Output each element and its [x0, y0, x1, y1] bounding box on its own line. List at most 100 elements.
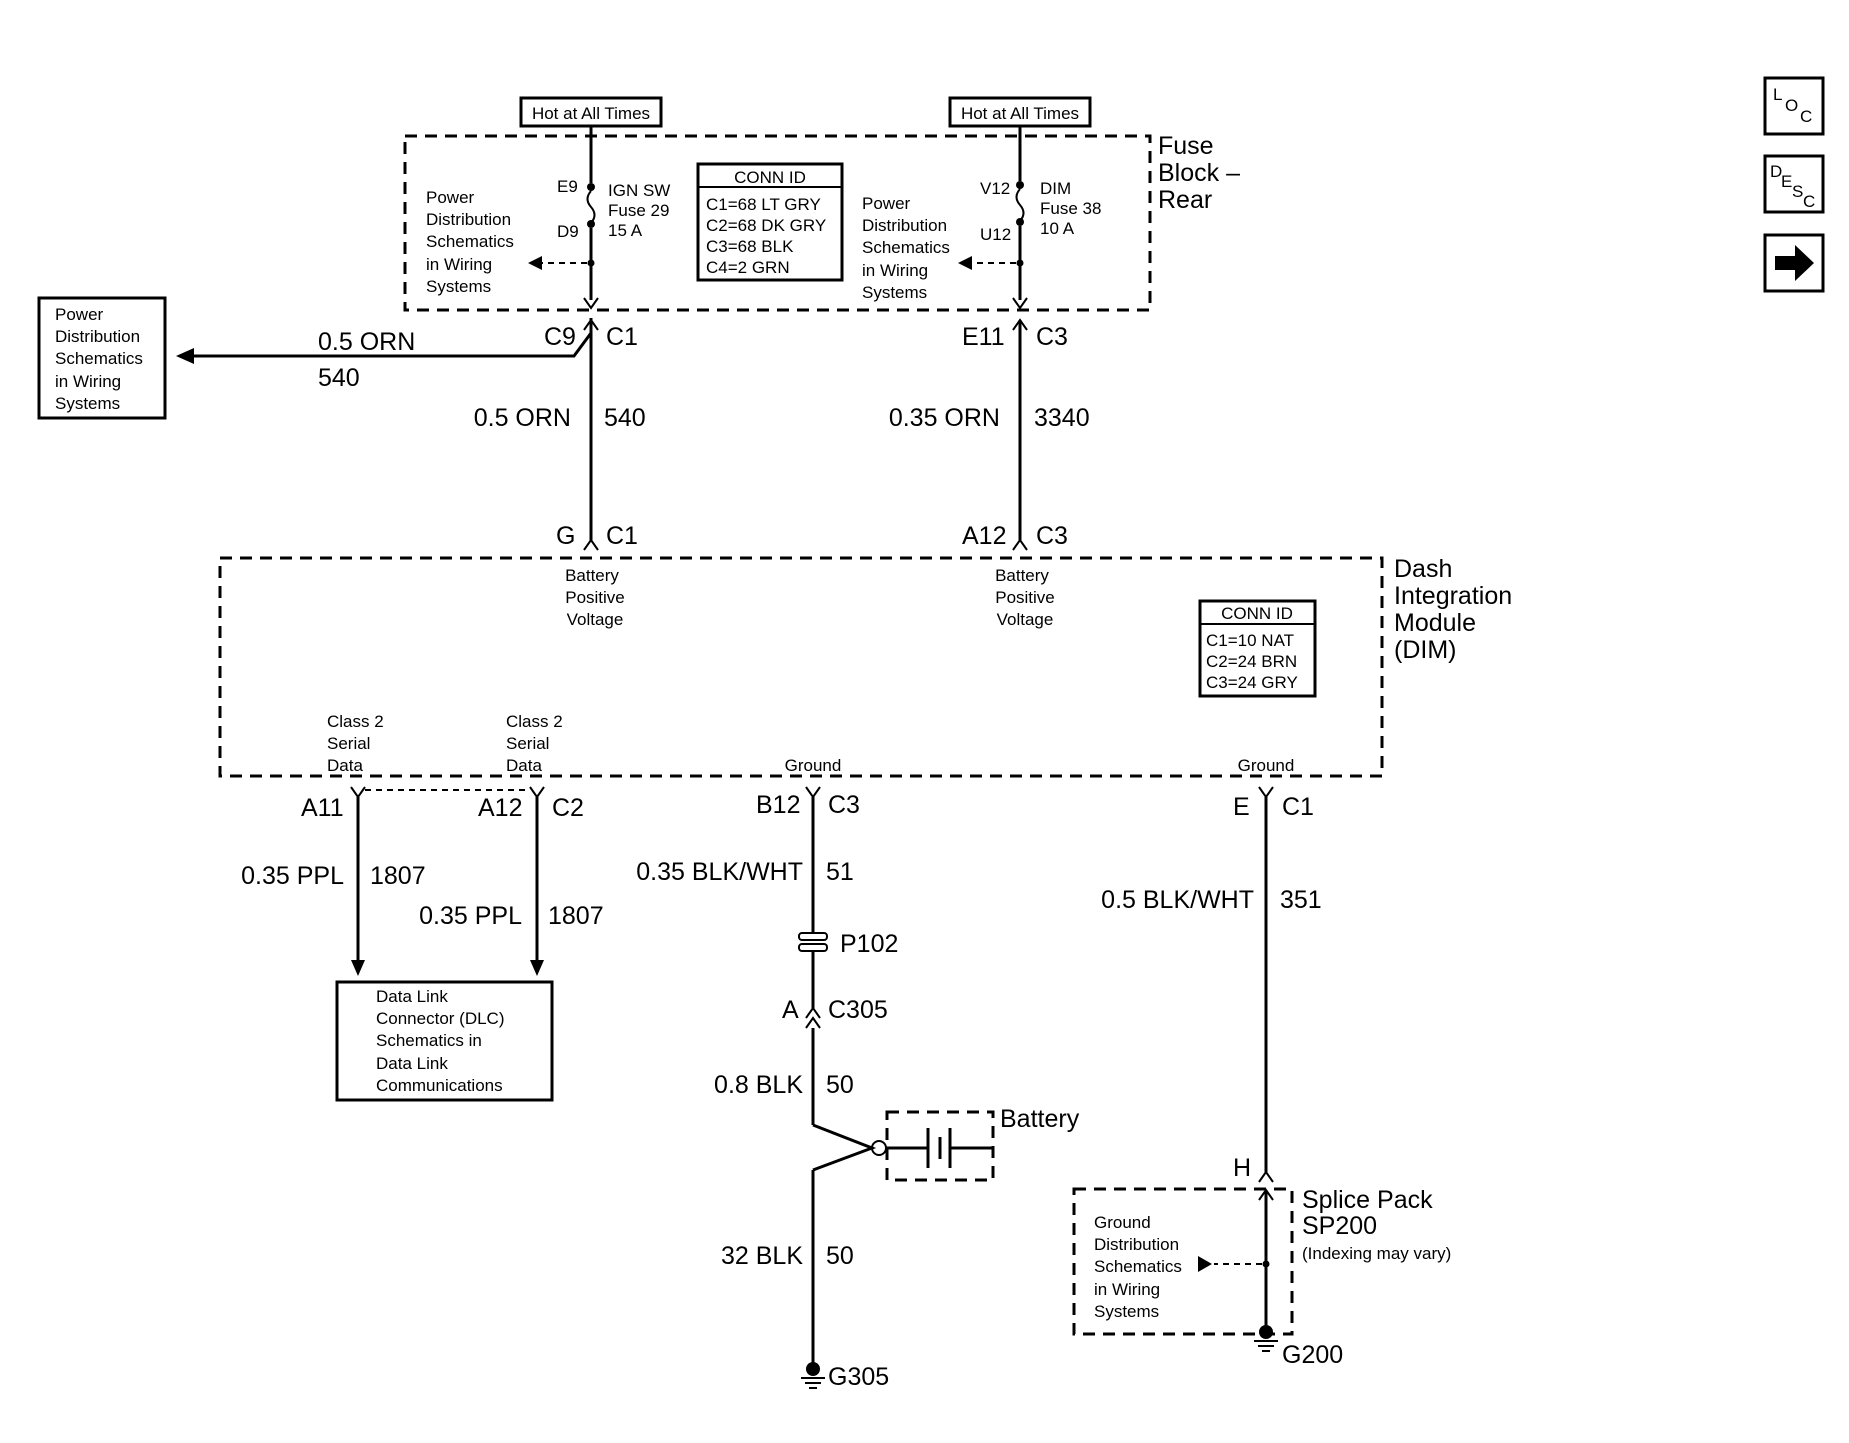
batt-right-1: Battery — [995, 566, 1049, 585]
fuse-38-label-2: Fuse 38 — [1040, 199, 1101, 218]
fuse-block-title-1: Fuse — [1158, 132, 1214, 160]
fuse-block-title-3: Rear — [1158, 186, 1212, 214]
dim-conn-id-row-2: C2=24 BRN — [1206, 652, 1297, 671]
fuse-29-label-2: Fuse 29 — [608, 201, 669, 220]
dlc-3: Schematics in — [376, 1031, 482, 1050]
right-feed-wire: 0.35 ORN — [889, 404, 1000, 432]
class2-b-1: Class 2 — [506, 712, 563, 731]
loc-button[interactable]: L O C — [1763, 76, 1825, 136]
class2-a-2: Serial — [327, 734, 370, 753]
loc-letter-2: O — [1785, 96, 1798, 115]
fuse-38-pin-in: V12 — [980, 179, 1010, 198]
dlc-5: Communications — [376, 1076, 503, 1095]
dlc-4: Data Link — [376, 1054, 448, 1073]
serial-b-circuit: 1807 — [548, 902, 604, 930]
dim-conn-id-row-3: C3=24 GRY — [1206, 673, 1298, 692]
fuse-block-outline — [403, 134, 1152, 312]
fuse-conn-id-title: CONN ID — [734, 168, 806, 187]
splice-title-1: Splice Pack — [1302, 1186, 1433, 1214]
serial-a-wire: 0.35 PPL — [241, 862, 344, 890]
gnd-mid-circuit2: 50 — [826, 1071, 854, 1099]
ground-g305-icon — [801, 1362, 825, 1389]
gnd-right-pin: E — [1233, 793, 1250, 821]
battery-icon — [886, 1128, 992, 1168]
gnd-mid-wire2: 0.8 BLK — [714, 1071, 803, 1099]
fuse-38-label-1: DIM — [1040, 179, 1071, 198]
batt-left-2: Positive — [565, 588, 625, 607]
gnd-right-wire: 0.5 BLK/WHT — [1101, 886, 1254, 914]
desc-letter-3: S — [1792, 182, 1803, 201]
dlc-2: Connector (DLC) — [376, 1009, 505, 1028]
serial-b-conn: C2 — [552, 794, 584, 822]
splice-pin: H — [1233, 1154, 1251, 1182]
ref-right-1: Power — [862, 194, 911, 213]
branch-wire: 0.5 ORN — [318, 328, 415, 356]
dlc-box — [335, 980, 554, 1102]
e11-conn: C3 — [1036, 323, 1068, 351]
power-dist-4: in Wiring — [55, 372, 121, 391]
batt-right-2: Positive — [995, 588, 1055, 607]
desc-button[interactable]: D E S C — [1763, 154, 1825, 214]
gnd-right-conn: C1 — [1282, 793, 1314, 821]
fuse-block-title-2: Block – — [1158, 159, 1240, 187]
left-feed-conn: C1 — [606, 522, 638, 550]
branch-circuit: 540 — [318, 364, 360, 392]
fuse-38-pin-out: U12 — [980, 225, 1011, 244]
fuse-conn-id-row-2: C2=68 DK GRY — [706, 216, 826, 235]
ref-left-5: Systems — [426, 277, 491, 296]
class2-a-1: Class 2 — [327, 712, 384, 731]
serial-b-wire: 0.35 PPL — [419, 902, 522, 930]
left-feed-pin: G — [556, 522, 575, 550]
batt-right-3: Voltage — [997, 610, 1054, 629]
dim-title-4: (DIM) — [1394, 636, 1456, 664]
ground-g200-icon — [1254, 1325, 1278, 1352]
ref-arrow-right-icon — [958, 256, 972, 270]
splice-ref-2: Distribution — [1094, 1235, 1179, 1254]
dim-module-outline — [218, 556, 1384, 778]
dim-conn-id-row-1: C1=10 NAT — [1206, 631, 1294, 650]
e11-pin: E11 — [962, 323, 1005, 351]
gnd-mid-wire1: 0.35 BLK/WHT — [636, 858, 803, 886]
ref-right-4: in Wiring — [862, 261, 928, 280]
ref-right-3: Schematics — [862, 238, 950, 257]
next-button[interactable] — [1763, 233, 1825, 293]
left-feed-wire: 0.5 ORN — [474, 404, 571, 432]
desc-letter-1: D — [1770, 162, 1782, 181]
fuse-29-label-3: 15 A — [608, 221, 643, 240]
class2-a-3: Data — [327, 756, 363, 775]
ref-arrow-left-icon — [528, 256, 542, 270]
splice-pack-outline — [1072, 1187, 1294, 1336]
class2-b-3: Data — [506, 756, 542, 775]
c305-label: C305 — [828, 996, 888, 1024]
serial-a-circuit: 1807 — [370, 862, 426, 890]
hot-label-right: Hot at All Times — [961, 104, 1079, 123]
battery-outline — [885, 1110, 995, 1182]
power-dist-3: Schematics — [55, 349, 143, 368]
splice-ref-4: in Wiring — [1094, 1280, 1160, 1299]
gnd-mid-circuit1: 51 — [826, 858, 854, 886]
fuse-conn-id-row-3: C3=68 BLK — [706, 237, 794, 256]
fuse-conn-id-row-4: C4=2 GRN — [706, 258, 790, 277]
splice-note: (Indexing may vary) — [1302, 1244, 1451, 1263]
splice-title-2: SP200 — [1302, 1212, 1377, 1240]
hot-label-left-box — [519, 96, 663, 128]
fuse-conn-id-row-1: C1=68 LT GRY — [706, 195, 821, 214]
fuse-29-pin-in: E9 — [557, 177, 578, 196]
ground-a-label: Ground — [785, 756, 842, 775]
dim-title-1: Dash — [1394, 555, 1452, 583]
gnd-mid-conn: C3 — [828, 791, 860, 819]
serial-b-pin: A12 — [478, 794, 522, 822]
p102-connector-icon — [798, 932, 828, 952]
loc-letter-3: C — [1800, 107, 1812, 126]
g305-label: G305 — [828, 1363, 889, 1391]
fuse-29-pin-out: D9 — [557, 222, 579, 241]
gnd-mid-pin: B12 — [756, 791, 800, 819]
c9-pin: C9 — [544, 323, 576, 351]
ref-right-5: Systems — [862, 283, 927, 302]
left-feed-circuit: 540 — [604, 404, 646, 432]
dim-conn-id-box — [1198, 599, 1317, 698]
dim-title-3: Module — [1394, 609, 1476, 637]
dim-conn-id-title: CONN ID — [1221, 604, 1293, 623]
splice-ref-3: Schematics — [1094, 1257, 1182, 1276]
